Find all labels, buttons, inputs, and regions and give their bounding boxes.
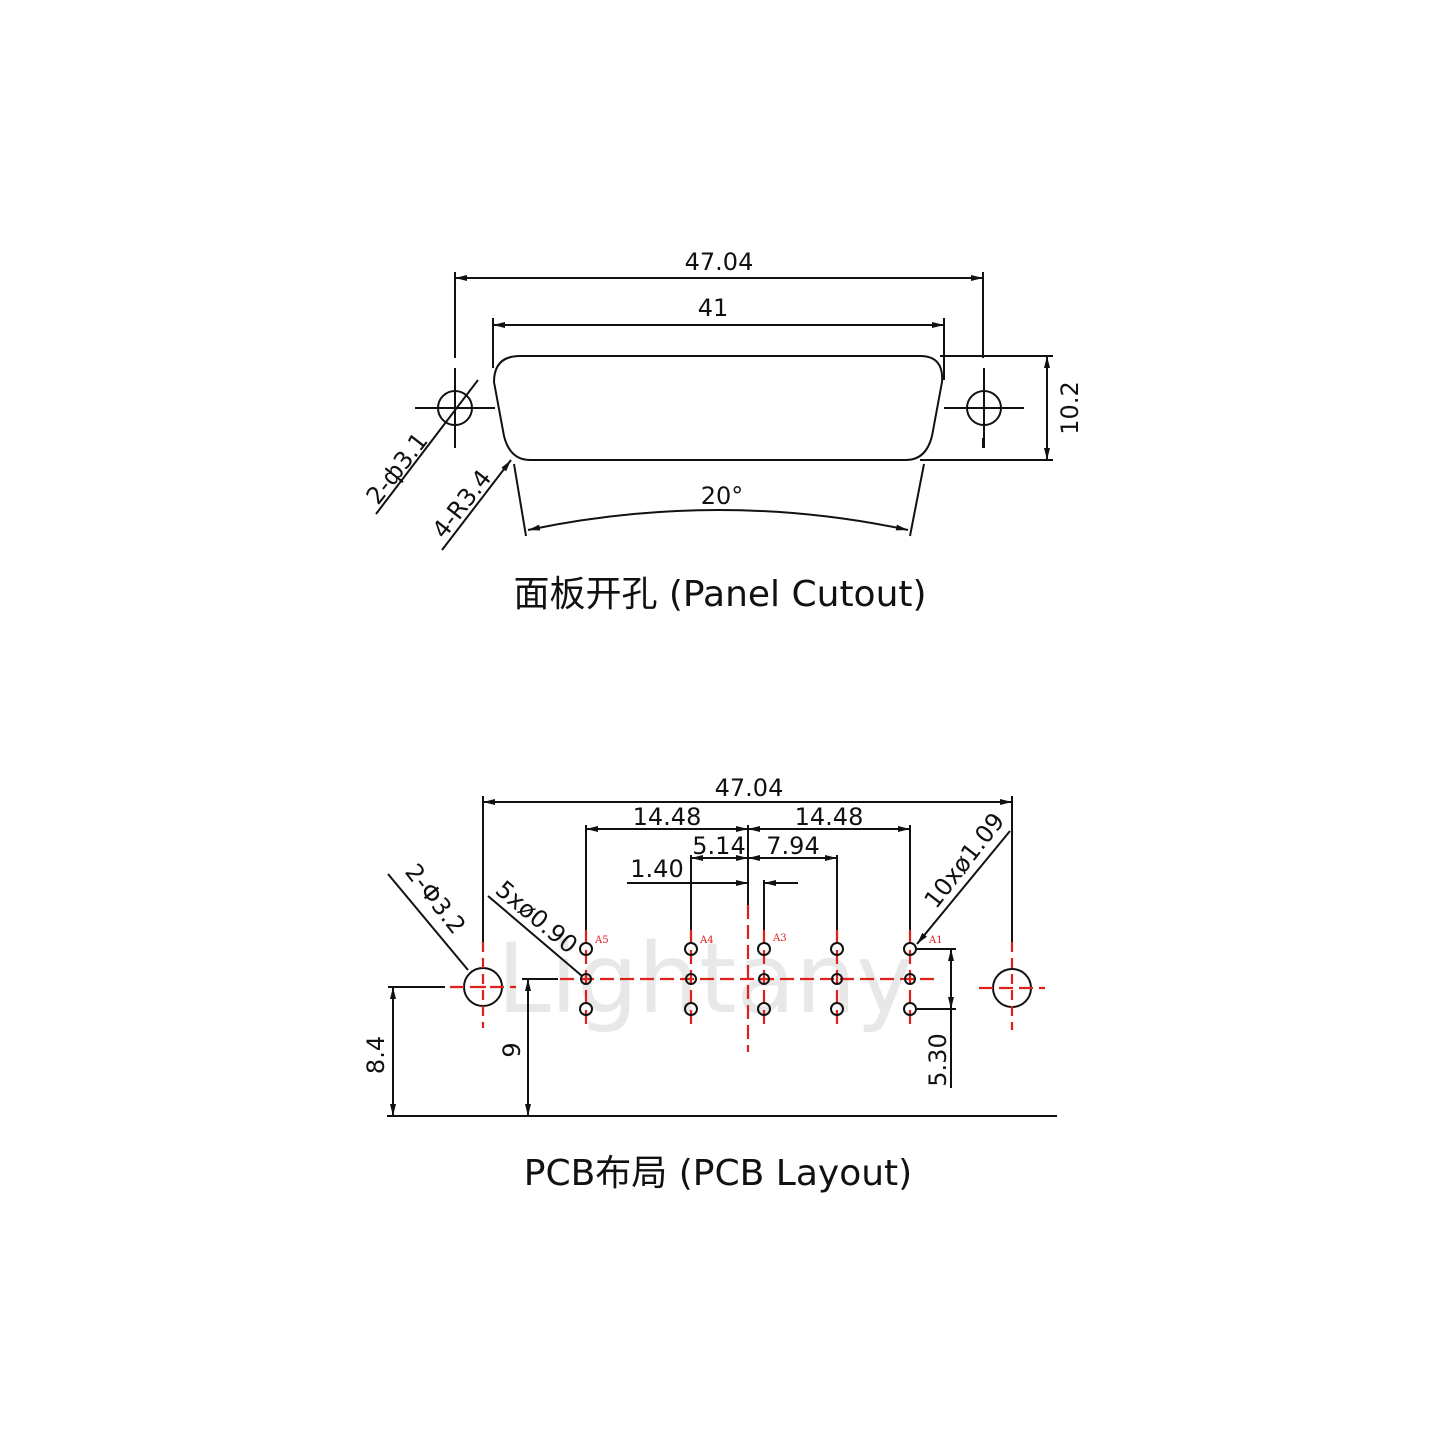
cutout-width-dim: 41 <box>698 294 729 322</box>
panel-radius-callout: 4-R3.4 <box>427 464 498 543</box>
pin-label-a4: A4 <box>699 935 714 946</box>
pcb-row-pitch-dim: 5.30 <box>924 1033 952 1086</box>
panel-cutout-caption: 面板开孔 (Panel Cutout) <box>513 574 926 615</box>
panel-cutout-drawing: 47.04 41 10.2 2-ф3.1 4-R3.4 <box>361 248 1084 615</box>
panel-angle-dim: 20° <box>701 482 744 510</box>
pcb-row-height-dim: 9 <box>498 1042 526 1057</box>
pcb-offset-c-dim: 1.40 <box>630 855 683 883</box>
pcb-left-span-dim: 14.48 <box>633 803 702 831</box>
panel-width-dim: 47.04 <box>685 248 754 276</box>
pin-column-a4: A4 <box>684 930 714 1028</box>
pcb-layout-caption: PCB布局 (PCB Layout) <box>524 1153 912 1194</box>
pcb-mount-height-dim: 8.4 <box>362 1036 390 1074</box>
panel-height-dim: 10.2 <box>1056 381 1084 434</box>
pcb-large-hole-callout: 10xø1.09 <box>919 808 1011 914</box>
pcb-right-span-dim: 14.48 <box>795 803 864 831</box>
pcb-offset-b-dim: 7.94 <box>766 832 819 860</box>
pin-column-a3: A3 <box>757 930 787 1028</box>
pin-label-a5: A5 <box>594 935 609 946</box>
pin-column-a2 <box>830 930 844 1028</box>
d-sub-cutout-outline <box>492 355 944 461</box>
pcb-width-dim: 47.04 <box>715 774 784 802</box>
panel-hole-callout: 2-ф3.1 <box>361 427 434 509</box>
right-mount-hole <box>944 368 1024 448</box>
pcb-left-mount-hole <box>450 942 516 1028</box>
pin-column-a5: A5 <box>579 930 609 1028</box>
pin-label-a3: A3 <box>772 933 787 944</box>
pcb-offset-a-dim: 5.14 <box>692 832 745 860</box>
pin-label-a1: A1 <box>928 935 943 946</box>
left-mount-hole <box>415 368 495 448</box>
pcb-layout-drawing: Lightany 47.04 14.48 14.48 5.14 7.94 1.4… <box>362 774 1057 1194</box>
pcb-right-mount-hole <box>979 942 1045 1030</box>
